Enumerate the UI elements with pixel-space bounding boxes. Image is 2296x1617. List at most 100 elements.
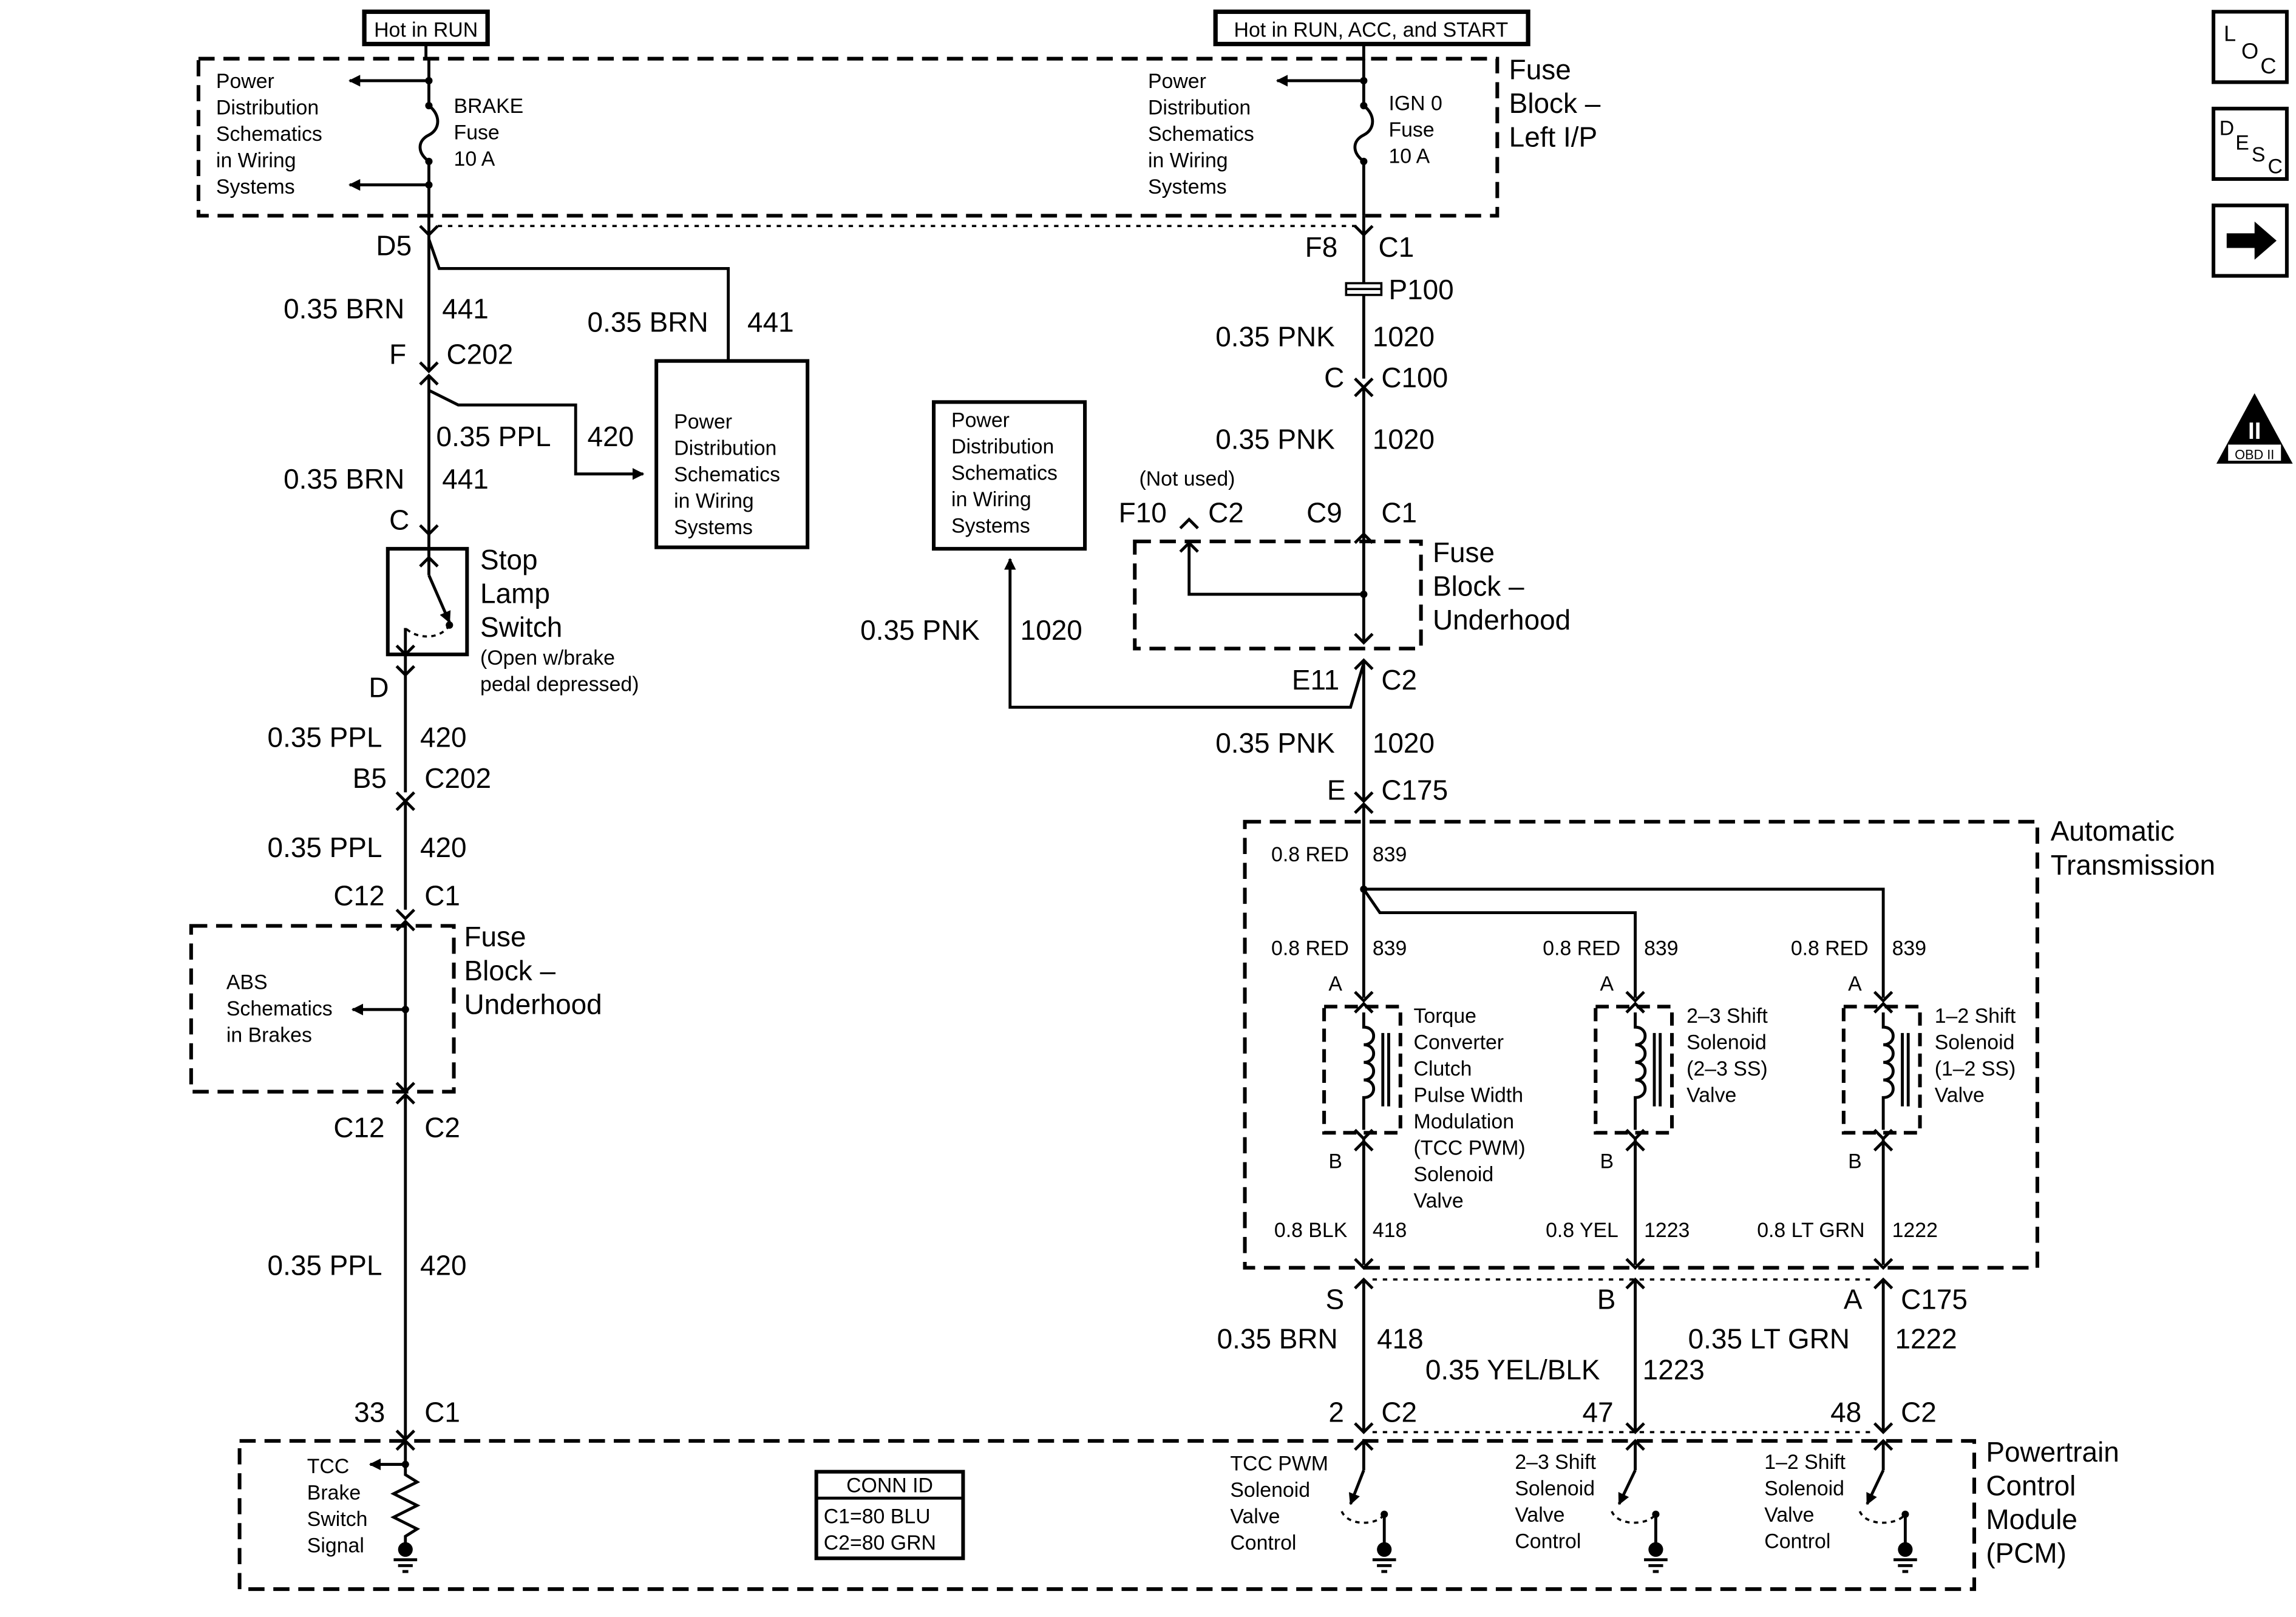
svg-text:1020: 1020	[1373, 727, 1435, 759]
svg-text:(Open w/brake: (Open w/brake	[480, 646, 615, 670]
svg-text:in Wiring: in Wiring	[674, 489, 754, 512]
svg-text:Stop: Stop	[480, 544, 537, 575]
svg-text:E: E	[2235, 132, 2249, 155]
svg-text:10 A: 10 A	[1388, 144, 1430, 168]
tcc-brake-switch-signal: TCC Brake Switch Signal	[307, 1439, 421, 1573]
svg-text:D5: D5	[376, 230, 412, 262]
svg-text:Valve: Valve	[1764, 1503, 1814, 1527]
svg-text:D: D	[2220, 117, 2234, 140]
svg-text:A: A	[1844, 1283, 1863, 1315]
svg-text:C: C	[2260, 53, 2276, 78]
svg-text:Automatic: Automatic	[2051, 815, 2175, 847]
obd-ii-icon[interactable]: II OBD II	[2216, 393, 2293, 464]
fuse-block-left-ip-title: Fuse Block – Left I/P	[1509, 54, 1601, 153]
bottom-wiring	[1354, 1277, 1894, 1434]
svg-text:C175: C175	[1381, 774, 1448, 805]
svg-text:ABS: ABS	[226, 971, 268, 994]
ign-fuse: IGN 0 Fuse 10 A	[1275, 58, 1442, 216]
svg-text:1020: 1020	[1373, 424, 1435, 455]
svg-text:D: D	[369, 671, 389, 703]
svg-text:C1: C1	[1379, 231, 1415, 263]
svg-text:Converter: Converter	[1414, 1031, 1504, 1054]
svg-text:F10: F10	[1119, 497, 1167, 529]
svg-text:0.35 BRN: 0.35 BRN	[588, 306, 708, 337]
description-icon[interactable]: D E S C	[2212, 106, 2289, 181]
svg-text:Module: Module	[1986, 1503, 2077, 1535]
svg-text:C175: C175	[1901, 1283, 1968, 1315]
location-icon[interactable]: L O C	[2212, 10, 2289, 84]
fuse-block-underhood-left-labels: Fuse Block – Underhood ABS Schematics in…	[226, 921, 602, 1046]
svg-text:1020: 1020	[1021, 614, 1082, 646]
svg-text:Clutch: Clutch	[1414, 1057, 1472, 1080]
svg-text:0.35 PPL: 0.35 PPL	[268, 721, 382, 753]
pcm-title: Powertrain Control Module (PCM)	[1986, 1436, 2119, 1569]
svg-text:A: A	[1328, 972, 1342, 995]
svg-text:1222: 1222	[1895, 1323, 1957, 1355]
svg-text:Fuse: Fuse	[454, 121, 500, 144]
svg-text:1223: 1223	[1643, 1354, 1705, 1385]
svg-text:0.8 BLK: 0.8 BLK	[1274, 1219, 1348, 1242]
svg-text:441: 441	[442, 463, 489, 495]
svg-text:B: B	[1600, 1150, 1614, 1173]
svg-text:A: A	[1848, 972, 1862, 995]
svg-text:47: 47	[1583, 1396, 1614, 1428]
svg-text:Valve: Valve	[1935, 1083, 1985, 1107]
pcm-shift-1-2-driver: 1–2 Shift Solenoid Valve Control	[1764, 1439, 1917, 1573]
svg-text:L: L	[2224, 21, 2236, 46]
next-arrow-icon[interactable]	[2212, 203, 2289, 278]
svg-text:420: 420	[420, 832, 467, 863]
svg-text:C: C	[1324, 362, 1344, 393]
fuse-block-underhood-left	[189, 924, 456, 1094]
svg-text:Signal: Signal	[307, 1534, 364, 1558]
svg-text:C202: C202	[424, 762, 491, 794]
svg-text:C100: C100	[1381, 362, 1448, 393]
svg-text:TCC: TCC	[307, 1455, 350, 1478]
svg-text:839: 839	[1644, 937, 1678, 960]
svg-text:Systems: Systems	[674, 516, 753, 539]
left-circuit-labels: D5 0.35 BRN 441 0.35 BRN 441 F C202 0.35…	[284, 230, 794, 536]
svg-text:0.35 BRN: 0.35 BRN	[1217, 1323, 1338, 1355]
hot-in-all-label: Hot in RUN, ACC, and START	[1234, 18, 1509, 41]
svg-text:0.35 BRN: 0.35 BRN	[284, 463, 404, 495]
svg-text:Power: Power	[951, 408, 1010, 432]
svg-text:0.8 RED: 0.8 RED	[1271, 937, 1349, 960]
svg-text:1–2 Shift: 1–2 Shift	[1764, 1451, 1846, 1474]
left-circuit	[419, 215, 1364, 547]
svg-text:Schematics: Schematics	[1148, 123, 1254, 146]
svg-text:Fuse: Fuse	[464, 921, 526, 952]
svg-text:(PCM): (PCM)	[1986, 1537, 2067, 1569]
svg-text:C2: C2	[424, 1112, 460, 1144]
svg-text:Valve: Valve	[1686, 1083, 1736, 1107]
svg-text:839: 839	[1373, 843, 1407, 866]
svg-text:33: 33	[354, 1396, 385, 1428]
svg-text:0.35 PNK: 0.35 PNK	[860, 614, 980, 646]
svg-text:Solenoid: Solenoid	[1935, 1031, 2015, 1054]
pcm-tcc-pwm-driver: TCC PWM Solenoid Valve Control	[1230, 1439, 1396, 1573]
svg-text:0.35 PPL: 0.35 PPL	[268, 1250, 382, 1281]
svg-text:A: A	[1600, 972, 1614, 995]
svg-text:Modulation: Modulation	[1414, 1110, 1515, 1133]
svg-text:1020: 1020	[1373, 321, 1435, 353]
automatic-transmission-title: Automatic Transmission	[2051, 815, 2215, 881]
svg-text:839: 839	[1373, 937, 1407, 960]
pcm-shift-2-3-driver: 2–3 Shift Solenoid Valve Control	[1515, 1439, 1668, 1573]
svg-text:Control: Control	[1515, 1530, 1581, 1553]
stop-lamp-switch: Stop Lamp Switch (Open w/brake pedal dep…	[385, 544, 639, 696]
svg-text:B: B	[1848, 1150, 1862, 1173]
svg-text:B: B	[1328, 1150, 1342, 1173]
svg-text:(Not used): (Not used)	[1139, 467, 1235, 490]
svg-text:Lamp: Lamp	[480, 578, 550, 609]
svg-text:Transmission: Transmission	[2051, 849, 2215, 881]
svg-text:418: 418	[1373, 1219, 1407, 1242]
svg-text:Distribution: Distribution	[1148, 97, 1251, 120]
svg-text:E: E	[1327, 774, 1346, 805]
svg-text:Solenoid: Solenoid	[1230, 1479, 1310, 1502]
svg-text:441: 441	[747, 306, 794, 337]
svg-text:Solenoid: Solenoid	[1764, 1477, 1844, 1500]
svg-text:Systems: Systems	[951, 515, 1030, 538]
svg-text:C2: C2	[1901, 1396, 1937, 1428]
svg-text:Block –: Block –	[1433, 570, 1524, 602]
svg-text:E11: E11	[1292, 664, 1339, 696]
svg-text:48: 48	[1830, 1396, 1861, 1428]
svg-text:C2=80 GRN: C2=80 GRN	[824, 1531, 936, 1554]
